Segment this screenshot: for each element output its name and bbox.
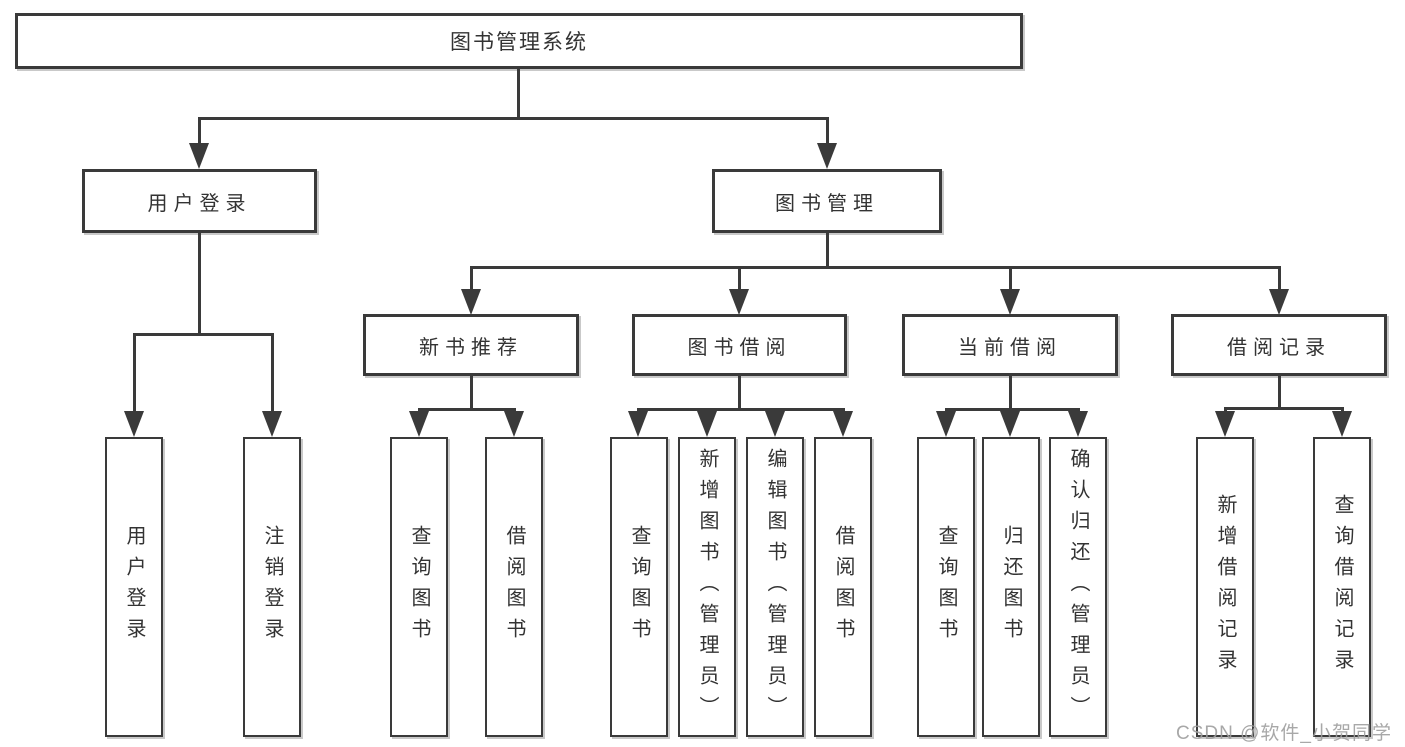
connector-line (1224, 407, 1344, 410)
arrowhead (1332, 411, 1352, 437)
leaf-label: 归还图书 (1000, 525, 1022, 649)
connector-line (470, 266, 1280, 269)
connector-line (637, 408, 845, 411)
connector-line (1009, 376, 1012, 411)
leaf-borrow-books-recommend: 借阅图书 (485, 437, 543, 737)
leaf-label: 借阅图书 (503, 525, 525, 649)
arrowhead (729, 289, 749, 315)
connector-line (738, 376, 741, 411)
arrowhead (817, 143, 837, 169)
arrowhead (1068, 411, 1088, 437)
leaf-label: 查询图书 (935, 525, 957, 649)
node-new-book-recommendation: 新书推荐 (363, 314, 579, 376)
node-label: 图书管理系统 (450, 31, 588, 54)
arrowhead (124, 411, 144, 437)
connector-line (198, 117, 829, 120)
node-user-login: 用户登录 (82, 169, 317, 233)
arrowhead (765, 411, 785, 437)
leaf-label: 注销登录 (261, 525, 283, 649)
leaf-borrow-books-borrowing: 借阅图书 (814, 437, 872, 737)
connector-line (1278, 266, 1281, 292)
arrowhead (1000, 411, 1020, 437)
connector-line (1278, 376, 1281, 410)
leaf-query-borrow-record: 查询借阅记录 (1313, 437, 1371, 737)
arrowhead (189, 143, 209, 169)
connector-line (198, 117, 201, 149)
node-borrowing-records: 借阅记录 (1171, 314, 1387, 376)
leaf-label: 新增图书（管理员） (696, 447, 718, 727)
node-book-management: 图书管理 (712, 169, 942, 233)
arrowhead (833, 411, 853, 437)
connector-line (1009, 266, 1012, 292)
arrowhead (1215, 411, 1235, 437)
node-library-management-system: 图书管理系统 (15, 13, 1023, 69)
arrowhead (504, 411, 524, 437)
arrowhead (1000, 289, 1020, 315)
arrowhead (461, 289, 481, 315)
node-label: 用户登录 (147, 192, 252, 215)
leaf-return-books: 归还图书 (982, 437, 1040, 737)
leaf-edit-book-admin: 编辑图书（管理员） (746, 437, 804, 737)
leaf-label: 查询图书 (408, 525, 430, 649)
arrowhead (262, 411, 282, 437)
connector-line (133, 333, 274, 336)
leaf-confirm-return-admin: 确认归还（管理员） (1049, 437, 1107, 737)
leaf-label: 查询借阅记录 (1331, 494, 1353, 680)
leaf-label: 编辑图书（管理员） (764, 447, 786, 727)
connector-line (133, 333, 136, 413)
node-current-borrowing: 当前借阅 (902, 314, 1118, 376)
connector-line (945, 408, 1080, 411)
node-label: 新书推荐 (419, 336, 523, 359)
leaf-label: 查询图书 (628, 525, 650, 649)
leaf-add-book-admin: 新增图书（管理员） (678, 437, 736, 737)
watermark-csdn: CSDN @软件_小贺同学 (1176, 723, 1392, 744)
node-label: 图书借阅 (687, 336, 792, 359)
connector-line (470, 266, 473, 292)
connector-line (826, 233, 829, 269)
arrowhead (628, 411, 648, 437)
arrowhead (697, 411, 717, 437)
connector-line (198, 233, 201, 336)
arrowhead (936, 411, 956, 437)
leaf-label: 用户登录 (123, 525, 145, 649)
connector-line (517, 69, 520, 118)
node-book-borrowing: 图书借阅 (632, 314, 847, 376)
arrowhead (409, 411, 429, 437)
connector-line (470, 376, 473, 411)
arrowhead (1269, 289, 1289, 315)
leaf-logout: 注销登录 (243, 437, 301, 737)
node-label: 借阅记录 (1227, 336, 1331, 359)
leaf-query-books-recommend: 查询图书 (390, 437, 448, 737)
leaf-label: 确认归还（管理员） (1067, 447, 1089, 727)
leaf-query-books-borrowing: 查询图书 (610, 437, 668, 737)
connector-line (271, 333, 274, 413)
leaf-label: 借阅图书 (832, 525, 854, 649)
connector-line (418, 408, 516, 411)
leaf-query-books-current: 查询图书 (917, 437, 975, 737)
connector-line (738, 266, 741, 292)
leaf-label: 新增借阅记录 (1214, 494, 1236, 680)
leaf-user-login: 用户登录 (105, 437, 163, 737)
node-label: 图书管理 (775, 192, 879, 215)
leaf-add-borrow-record: 新增借阅记录 (1196, 437, 1254, 737)
node-label: 当前借阅 (958, 336, 1062, 359)
connector-line (826, 117, 829, 149)
